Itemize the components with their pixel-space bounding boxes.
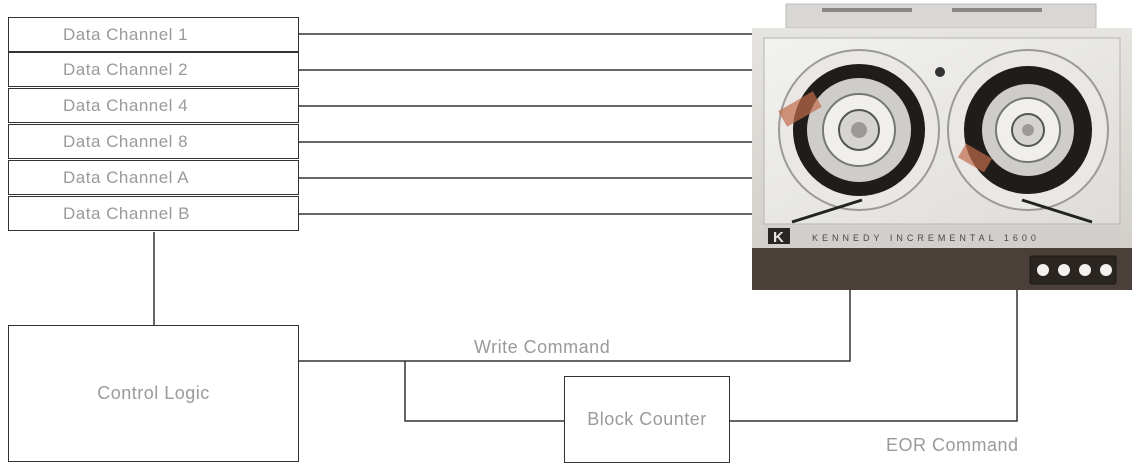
logo-letter: K bbox=[773, 229, 784, 246]
data-channel-2-label: Data Channel 2 bbox=[63, 60, 188, 80]
counter-branch-line bbox=[405, 361, 565, 421]
data-channel-1-label: Data Channel 1 bbox=[63, 25, 188, 45]
block-counter-box: Block Counter bbox=[564, 376, 730, 463]
brand-text: KENNEDY INCREMENTAL 1600 bbox=[812, 233, 1040, 243]
eor-command-line bbox=[730, 290, 1017, 421]
data-channel-8-label: Data Channel 8 bbox=[63, 132, 188, 152]
control-logic-box: Control Logic bbox=[8, 325, 299, 462]
data-channel-b-box: Data Channel B bbox=[8, 196, 299, 231]
tape-unit-top bbox=[786, 4, 1096, 28]
left-reel-icon bbox=[778, 50, 939, 210]
eor-command-label: EOR Command bbox=[886, 435, 1019, 456]
write-command-label: Write Command bbox=[474, 337, 610, 358]
data-channel-2-box: Data Channel 2 bbox=[8, 52, 299, 87]
data-channel-b-label: Data Channel B bbox=[63, 204, 190, 224]
tape-unit: K KENNEDY INCREMENTAL 1600 bbox=[752, 0, 1132, 290]
data-channel-a-box: Data Channel A bbox=[8, 160, 299, 195]
control-logic-label: Control Logic bbox=[97, 383, 210, 404]
data-channel-8-box: Data Channel 8 bbox=[8, 124, 299, 159]
data-channel-4-box: Data Channel 4 bbox=[8, 88, 299, 123]
right-reel-icon bbox=[948, 50, 1108, 210]
data-channel-a-label: Data Channel A bbox=[63, 168, 189, 188]
data-channel-4-label: Data Channel 4 bbox=[63, 96, 188, 116]
data-channel-1-box: Data Channel 1 bbox=[8, 17, 299, 52]
block-counter-label: Block Counter bbox=[587, 409, 707, 430]
